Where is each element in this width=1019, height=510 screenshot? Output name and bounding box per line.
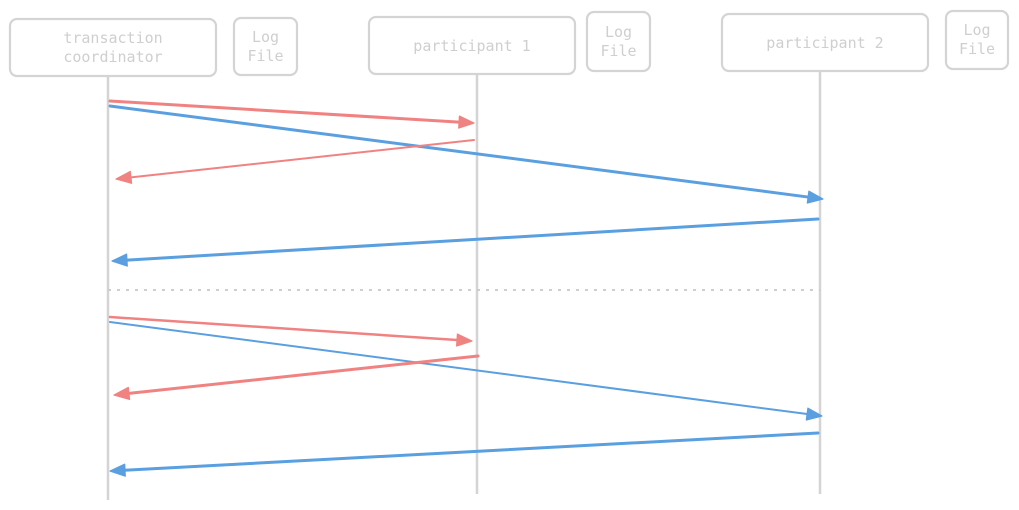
actor-coordinator-label-line-2: coordinator [63,48,162,66]
message-arrow-coordinator-to-participant-2 [108,104,824,204]
actor-participant-1: participant 1 [367,15,577,76]
message-arrow-coordinator-to-participant-1 [108,315,473,347]
message-line [109,321,809,416]
actor-participant-2: participant 2 [720,12,930,73]
message-line [129,139,475,179]
actor-coordinator-log-file: Log File [232,16,299,77]
message-line [125,217,820,262]
message-arrow-participant-2-to-coordinator [111,217,820,267]
message-line [123,431,820,472]
message-arrow-participant-1-to-coordinator [115,139,475,184]
arrowhead-icon [115,170,133,184]
message-arrow-participant-1-to-coordinator [113,354,480,400]
message-arrow-participant-2-to-coordinator [109,431,820,477]
message-line [127,354,480,395]
message-arrow-coordinator-to-participant-1 [108,99,475,129]
coordinator-log-file-label-line-1: Log [252,28,279,46]
messages [108,99,824,477]
arrowhead-icon [109,463,126,477]
actor-participant-1-log-file: Log File [585,10,652,73]
message-arrow-coordinator-to-participant-2 [109,321,823,421]
participant-1-log-file-label-line-1: Log [605,23,632,41]
message-line [108,99,461,124]
arrowhead-icon [456,333,473,347]
coordinator-log-file-label-line-2: File [247,47,283,65]
arrowhead-icon [458,115,475,129]
actor-coordinator: transaction coordinator [8,17,218,78]
message-line [108,104,810,199]
message-line [108,315,459,342]
participant-2-log-file-label-line-1: Log [963,21,990,39]
arrowhead-icon [113,386,131,400]
arrowhead-icon [111,253,128,267]
participant-2-log-file-label-line-2: File [959,40,995,58]
actor-participant-2-label: participant 2 [766,34,883,52]
actor-participant-1-label: participant 1 [413,37,530,55]
arrowhead-icon [806,190,824,204]
actor-participant-2-log-file: Log File [944,9,1010,71]
actor-coordinator-label-line-1: transaction [63,29,162,47]
arrowhead-icon [805,407,823,421]
participant-1-log-file-label-line-2: File [600,42,636,60]
